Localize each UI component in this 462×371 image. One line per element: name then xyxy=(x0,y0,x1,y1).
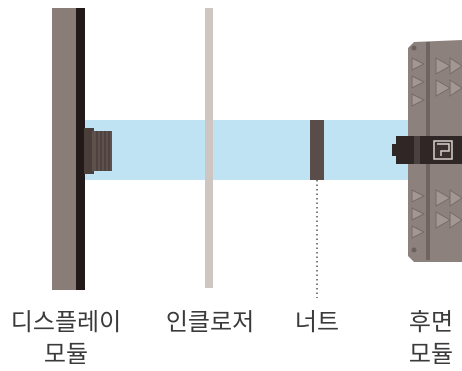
nut-label: 너트 xyxy=(294,308,340,336)
rear-module xyxy=(392,40,462,262)
display-module xyxy=(52,8,112,290)
display-panel-face xyxy=(76,8,85,290)
display-stud-base xyxy=(84,128,94,174)
nut xyxy=(310,120,324,180)
rear-module-label: 후면 모듈 xyxy=(408,308,454,368)
enclosure-wall xyxy=(205,8,213,288)
enclosure-label: 인클로저 xyxy=(165,308,255,336)
display-module-label: 디스플레이 모듈 xyxy=(10,308,122,368)
display-panel-body xyxy=(52,8,76,290)
light-blue-cylinder xyxy=(82,120,415,180)
